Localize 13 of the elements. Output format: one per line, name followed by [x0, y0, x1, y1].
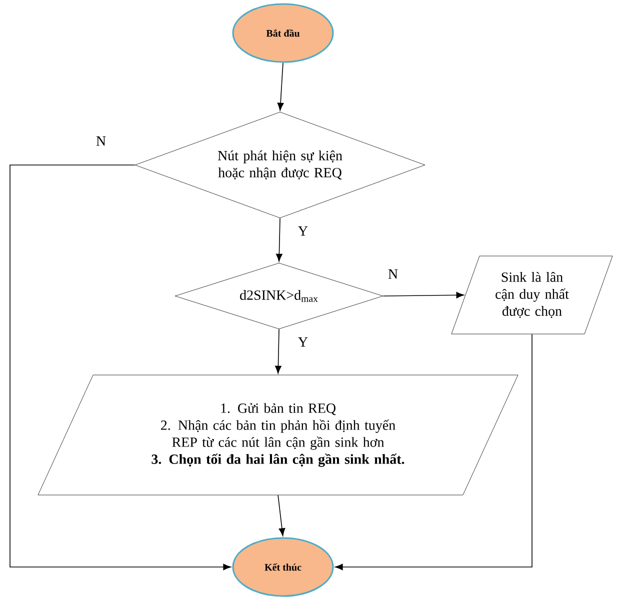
arrow	[382, 292, 464, 298]
edge-label: N	[386, 268, 400, 280]
arrow	[275, 328, 282, 374]
edge-label: N	[94, 135, 108, 147]
edge-label: Y	[296, 336, 310, 348]
io-parallelogram: 1. Gửi bản tin REQ 2. Nhận các bản tin phản hồi định tuyến REP từ các nút lân cận gần sink hơn 3. Chọn tối đa hai lân cận gần sink nhất.	[38, 374, 518, 496]
arrow	[278, 494, 286, 536]
arrow	[10, 164, 232, 570]
arrow	[277, 62, 284, 111]
edge-label: Y	[296, 225, 310, 237]
arrow	[276, 218, 282, 262]
arrow	[335, 334, 532, 570]
io-parallelogram: Sink là lân cận duy nhất được chọn	[451, 256, 613, 334]
